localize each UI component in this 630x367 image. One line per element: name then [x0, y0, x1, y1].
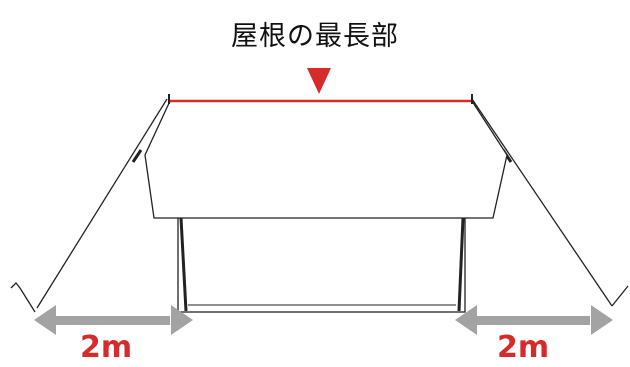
down-triangle-icon	[307, 68, 331, 94]
right-measure-arrow-icon	[455, 305, 613, 335]
left-tensioner	[131, 149, 143, 163]
left-pole	[179, 217, 188, 312]
tent-body	[177, 212, 466, 313]
right-guy-rope	[471, 98, 613, 307]
left-guy-rope	[36, 98, 168, 309]
left-peg	[10, 282, 36, 313]
right-peg	[611, 285, 629, 307]
distance-label-right: 2m	[497, 330, 550, 365]
left-measure-arrow-icon	[34, 305, 193, 335]
diagram-title: 屋根の最長部	[231, 21, 399, 52]
distance-label-left: 2m	[80, 330, 133, 365]
right-pole	[457, 217, 465, 312]
roof-fly	[144, 100, 508, 219]
